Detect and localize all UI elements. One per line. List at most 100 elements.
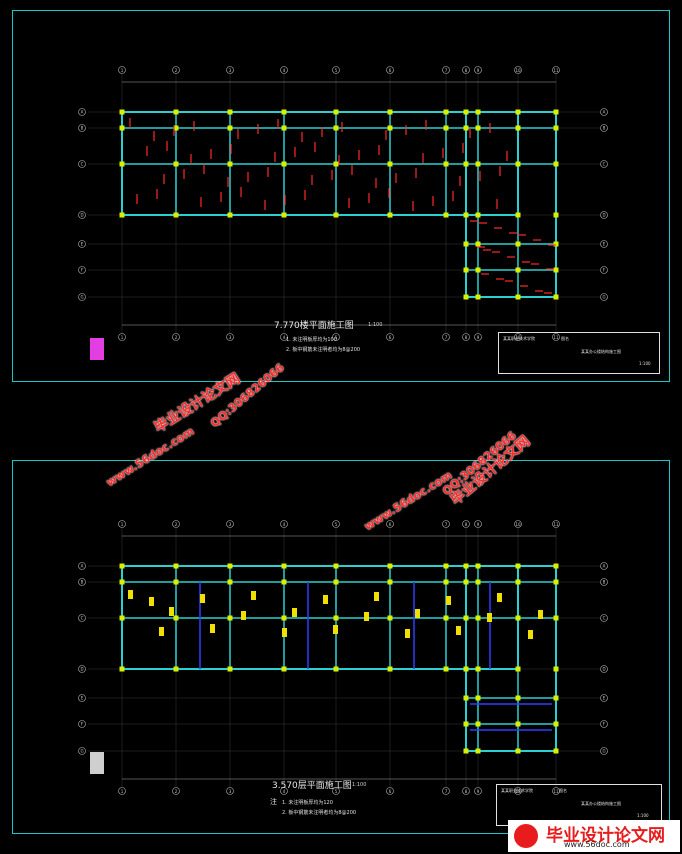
- column: [387, 109, 393, 115]
- grid-bubble-right: [600, 124, 608, 132]
- column: [443, 212, 449, 218]
- grid-bubble-right: [600, 694, 608, 702]
- annotation-tag: [323, 595, 328, 604]
- column: [463, 241, 469, 247]
- grid-bubble-bottom: [386, 333, 394, 341]
- grid-label-left: A: [81, 110, 84, 115]
- annotation-tag: [210, 624, 215, 633]
- column: [553, 241, 559, 247]
- grid-label-bottom: 6: [389, 335, 392, 340]
- column: [553, 109, 559, 115]
- grid-bubble-bottom: [332, 787, 340, 795]
- column: [387, 615, 393, 621]
- grid-label-left: A: [81, 564, 84, 569]
- grid-label-top: 8: [465, 68, 468, 73]
- grid-bubble-left: [78, 108, 86, 116]
- column: [553, 721, 559, 727]
- annotation-tag: [333, 625, 338, 634]
- column: [463, 721, 469, 727]
- annotation-tag: [282, 628, 287, 637]
- grid-bubble-top: [442, 66, 450, 74]
- grid-label-right: F: [603, 268, 606, 273]
- column: [443, 109, 449, 115]
- column: [173, 615, 179, 621]
- grid-label-top: 4: [283, 522, 286, 527]
- column: [515, 721, 521, 727]
- grid-bubble-top: [332, 66, 340, 74]
- column: [227, 125, 233, 131]
- annotation-tag: [200, 594, 205, 603]
- column: [475, 294, 481, 300]
- grid-bubble-top: [226, 66, 234, 74]
- grid-bubble-left: [78, 747, 86, 755]
- column: [475, 666, 481, 672]
- column: [515, 748, 521, 754]
- column: [475, 212, 481, 218]
- grid-label-bottom: 1: [121, 789, 124, 794]
- grid-label-bottom: 11: [553, 789, 559, 794]
- column: [515, 579, 521, 585]
- grid-label-top: 5: [335, 522, 338, 527]
- grid-label-top: 4: [283, 68, 286, 73]
- grid-label-left: F: [81, 268, 84, 273]
- column: [475, 615, 481, 621]
- column: [227, 212, 233, 218]
- grid-bubble-top: [172, 520, 180, 528]
- grid-label-bottom: 2: [175, 789, 178, 794]
- grid-label-right: D: [602, 667, 605, 672]
- sheet2-plan-title: 3.570层平面施工图: [272, 778, 352, 791]
- column: [515, 125, 521, 131]
- grid-label-top: 11: [553, 522, 559, 527]
- grid-label-bottom: 5: [335, 789, 338, 794]
- column: [333, 615, 339, 621]
- column: [443, 161, 449, 167]
- column: [515, 212, 521, 218]
- column: [119, 161, 125, 167]
- grid-bubble-bottom: [332, 333, 340, 341]
- sheet1-plan-title-number: 7.770: [274, 321, 300, 331]
- column: [515, 666, 521, 672]
- grid-bubble-left: [78, 720, 86, 728]
- grid-bubble-right: [600, 665, 608, 673]
- grid-bubble-right: [600, 747, 608, 755]
- grid-bubble-bottom: [386, 787, 394, 795]
- grid-bubble-bottom: [226, 333, 234, 341]
- column: [463, 125, 469, 131]
- column: [553, 666, 559, 672]
- grid-bubble-left: [78, 614, 86, 622]
- column: [515, 109, 521, 115]
- grid-label-right: E: [603, 242, 606, 247]
- grid-label-left: E: [81, 242, 84, 247]
- grid-bubble-top: [386, 66, 394, 74]
- sheet2-scale: 1:100: [352, 782, 367, 788]
- grid-label-left: G: [80, 749, 83, 754]
- sheet2-plan-title-number: 3.570: [272, 781, 298, 791]
- grid-label-top: 6: [389, 68, 392, 73]
- grid-bubble-bottom: [226, 787, 234, 795]
- column: [463, 748, 469, 754]
- column: [281, 109, 287, 115]
- grid-bubble-right: [600, 578, 608, 586]
- grid-label-bottom: 4: [283, 335, 286, 340]
- grid-label-top: 7: [445, 522, 448, 527]
- grid-bubble-top: [118, 520, 126, 528]
- column: [515, 161, 521, 167]
- column: [119, 125, 125, 131]
- grid-bubble-top: [474, 66, 482, 74]
- annotation-tag: [292, 608, 297, 617]
- sheet1-tb-project: 某某办公楼结构施工图: [581, 349, 621, 354]
- grid-label-top: 7: [445, 68, 448, 73]
- grid-bubble-top: [514, 520, 522, 528]
- drawing-sheet-2: [12, 460, 670, 834]
- grid-bubble-bottom: [474, 333, 482, 341]
- grid-label-right: D: [602, 213, 605, 218]
- legend-stamp: [90, 752, 104, 774]
- grid-label-right: E: [603, 696, 606, 701]
- column: [475, 748, 481, 754]
- column: [173, 161, 179, 167]
- column: [475, 267, 481, 273]
- column: [463, 615, 469, 621]
- sheet1-note-2: 2. 板中钢筋未注明者均为8@200: [286, 347, 361, 353]
- grid-bubble-bottom: [442, 333, 450, 341]
- grid-label-bottom: 8: [465, 789, 468, 794]
